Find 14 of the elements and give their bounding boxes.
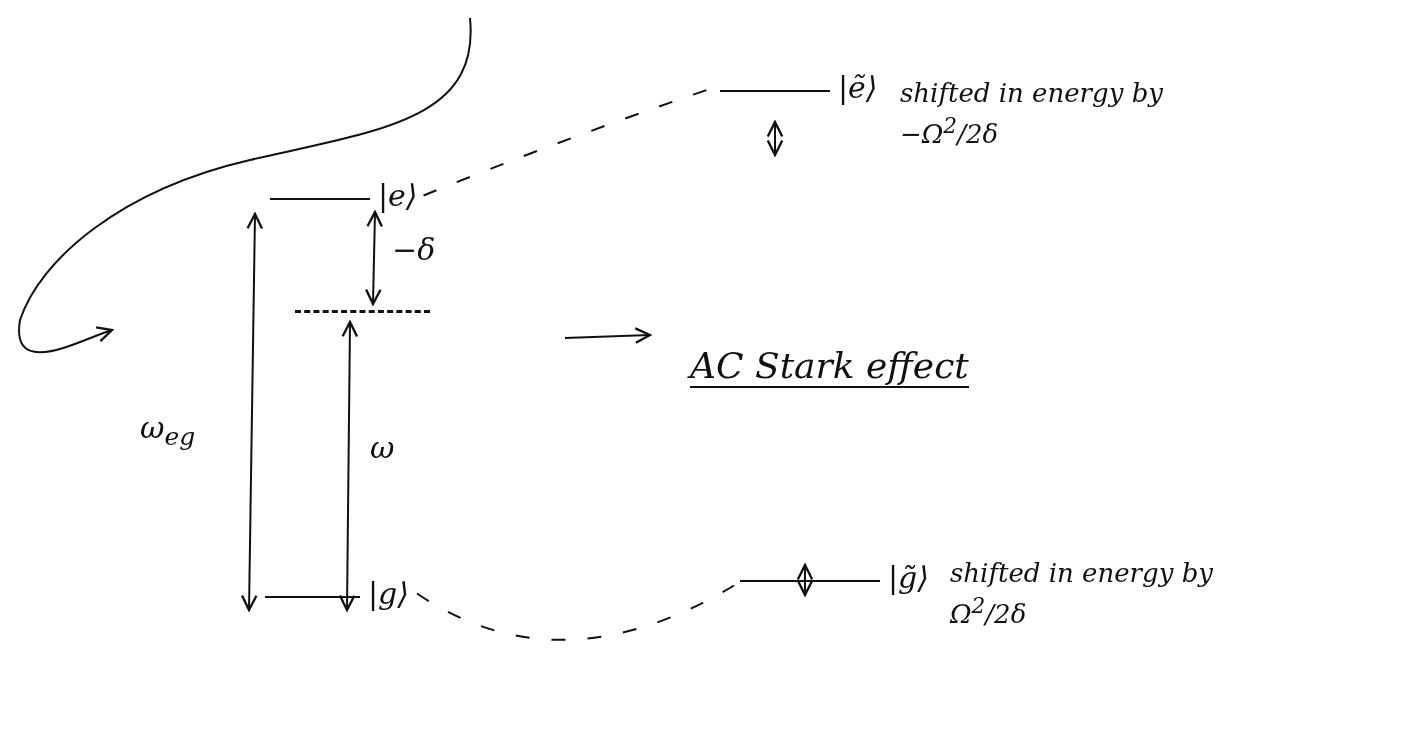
- arrow: [564, 327, 652, 344]
- arrow: [364, 210, 384, 306]
- energy-level: |ẽ⟩: [720, 70, 878, 105]
- energy-level: |g⟩: [265, 576, 409, 611]
- energy-level: |g̃⟩: [740, 560, 929, 595]
- math-label: ω$_{eg}$: [140, 410, 196, 451]
- annotation-text: shifted in energy by −Ω$^{2}$/2δ: [900, 77, 1164, 152]
- energy-level: |e⟩: [270, 178, 418, 213]
- annotation-text: shifted in energy by Ω$^{2}$/2δ: [950, 557, 1214, 632]
- math-label: ω: [370, 430, 395, 465]
- dashed-line: [416, 584, 735, 641]
- math-label: −δ: [392, 232, 436, 267]
- arrow: [240, 212, 264, 612]
- arrow: [338, 320, 359, 612]
